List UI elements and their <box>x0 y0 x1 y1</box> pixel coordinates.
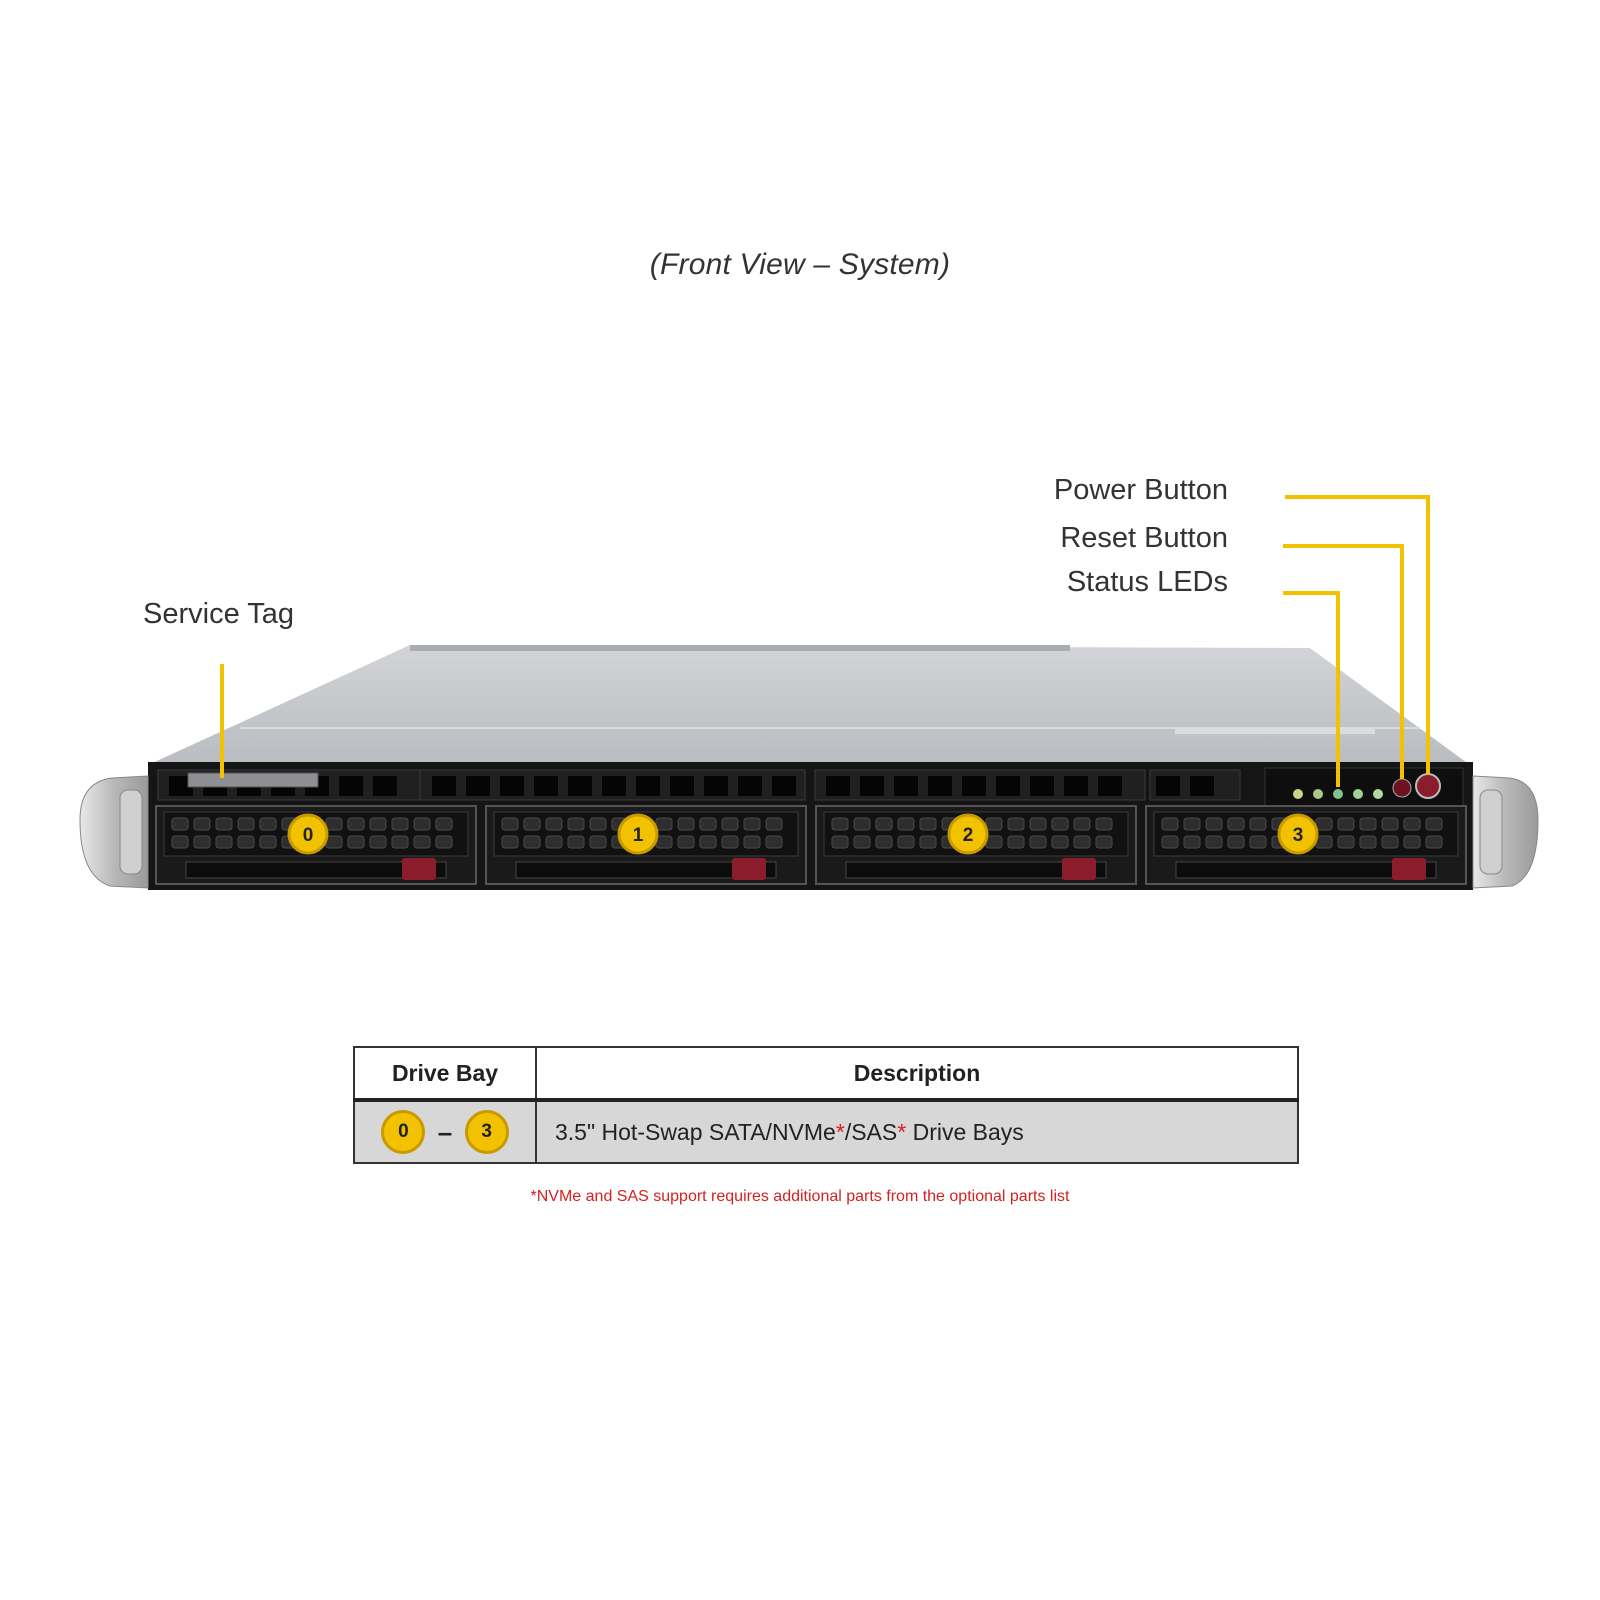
desc-asterisk-1: * <box>835 1118 845 1145</box>
control-panel <box>1264 767 1464 807</box>
status-led-1 <box>1293 789 1303 799</box>
footnote: *NVMe and SAS support requires additiona… <box>530 1188 1070 1205</box>
table-row: 0 – 3 3.5" Hot-Swap SATA/NVMe*/SAS* Driv… <box>353 1099 1299 1164</box>
service-tag-label: Service Tag <box>143 598 294 630</box>
chassis-top-cover <box>148 645 1470 765</box>
header-drive-bay: Drive Bay <box>353 1046 537 1102</box>
reset-button-label: Reset Button <box>1060 522 1228 554</box>
server-chassis-illustration: 0 1 2 3 <box>79 495 1539 890</box>
rack-ear-right <box>1472 775 1539 889</box>
power-button-label: Power Button <box>1053 474 1228 506</box>
drive-bay-release-handle[interactable] <box>732 858 766 880</box>
drive-bay-3[interactable]: 3 <box>1145 805 1467 885</box>
drive-bay-2[interactable]: 2 <box>815 805 1137 885</box>
drive-bay-release-handle[interactable] <box>1062 858 1096 880</box>
header-description: Description <box>535 1046 1299 1102</box>
bay-range-cell: 0 – 3 <box>353 1099 537 1164</box>
description-cell: 3.5" Hot-Swap SATA/NVMe*/SAS* Drive Bays <box>535 1099 1299 1164</box>
desc-text-1: 3.5" Hot-Swap SATA/NVMe <box>555 1118 836 1145</box>
drive-bay-release-handle[interactable] <box>402 858 436 880</box>
service-tag <box>187 772 319 788</box>
drive-bay-number: 0 <box>303 825 314 846</box>
bay-badge-start: 0 <box>381 1110 426 1154</box>
drive-bay-table: Drive Bay Description 0 – 3 3.5" Hot-Swa… <box>353 1046 1299 1164</box>
status-led-5 <box>1373 789 1383 799</box>
drive-bay-number: 3 <box>1293 825 1304 846</box>
rack-ear-left <box>79 775 149 889</box>
power-button[interactable] <box>1415 773 1441 799</box>
drive-bay-0[interactable]: 0 <box>155 805 477 885</box>
status-led-4 <box>1353 789 1363 799</box>
drive-bay-badge: 3 <box>1277 813 1319 855</box>
drive-bay-number: 1 <box>633 825 644 846</box>
desc-text-3: Drive Bays <box>906 1118 1024 1145</box>
status-leds-callout-line <box>1283 591 1340 787</box>
reset-button[interactable] <box>1392 778 1412 798</box>
reset-button-callout-line <box>1283 544 1404 779</box>
drive-bay-badge: 2 <box>947 813 989 855</box>
drive-bay-1[interactable]: 1 <box>485 805 807 885</box>
status-led-2 <box>1313 789 1323 799</box>
desc-text-2: /SAS <box>844 1118 898 1145</box>
status-led-3 <box>1333 789 1343 799</box>
drive-bay-number: 2 <box>963 825 974 846</box>
bay-range-dash: – <box>437 1116 453 1147</box>
drive-bay-badge: 0 <box>287 813 329 855</box>
power-button-callout-line <box>1285 495 1430 774</box>
desc-asterisk-2: * <box>897 1118 907 1145</box>
status-leds-label: Status LEDs <box>1066 566 1228 598</box>
drive-bay-release-handle[interactable] <box>1392 858 1426 880</box>
bay-badge-end: 3 <box>464 1110 509 1154</box>
figure-caption: (Front View – System) <box>649 248 951 281</box>
drive-bay-badge: 1 <box>617 813 659 855</box>
